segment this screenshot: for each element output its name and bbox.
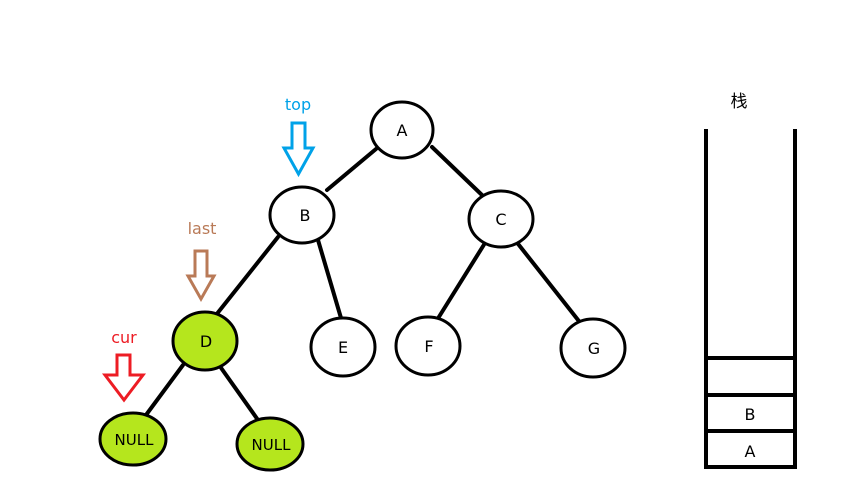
node-e-shape — [309, 316, 377, 378]
node-c-label: C — [495, 210, 506, 229]
node-c-shape — [467, 189, 535, 249]
node-f: F — [394, 315, 462, 377]
tree-edges — [144, 145, 584, 422]
pointer-last-arrow-icon — [185, 249, 217, 303]
edge-d-null-right — [217, 363, 260, 422]
node-null-left-label: NULL — [115, 431, 155, 449]
node-a: A — [369, 100, 435, 160]
edge-d-null-left — [144, 363, 185, 417]
pointer-last: last — [185, 219, 217, 303]
node-a-shape — [369, 100, 435, 160]
node-null-right-shape — [235, 416, 305, 472]
node-g-label: G — [588, 339, 600, 358]
edge-b-d — [214, 235, 280, 317]
node-c: C — [467, 189, 535, 249]
node-b-label: B — [300, 206, 311, 225]
node-f-shape — [394, 315, 462, 377]
pointer-cur: cur — [101, 328, 147, 403]
node-g-shape — [559, 317, 627, 379]
pointer-cur-arrow-icon — [101, 353, 147, 403]
node-f-label: F — [424, 337, 433, 356]
pointer-top: top — [281, 95, 316, 178]
node-b: B — [268, 185, 336, 245]
pointer-last-label: last — [188, 219, 217, 238]
node-d-shape — [171, 310, 239, 372]
pointer-top-arrow-icon — [281, 121, 316, 178]
node-e-label: E — [338, 338, 348, 357]
node-null-right-label: NULL — [252, 436, 292, 454]
edge-a-c — [430, 145, 485, 198]
node-d-label: D — [200, 332, 212, 351]
edge-c-f — [435, 241, 487, 322]
edge-a-b — [325, 147, 378, 192]
node-e: E — [309, 316, 377, 378]
edge-c-g — [513, 238, 584, 327]
stack-cell-b: B — [745, 405, 756, 424]
edge-b-e — [316, 238, 343, 320]
stack: 栈 B A — [704, 92, 797, 469]
node-g: G — [559, 317, 627, 379]
node-null-left-shape — [98, 411, 168, 467]
node-a-label: A — [397, 121, 408, 140]
stack-cell-a: A — [745, 442, 756, 461]
node-d: D — [171, 310, 239, 372]
pointer-top-label: top — [285, 95, 311, 114]
node-b-shape — [268, 185, 336, 245]
pointer-cur-label: cur — [111, 328, 137, 347]
stack-title: 栈 — [731, 92, 748, 112]
node-null-left: NULL — [98, 411, 168, 467]
node-null-right: NULL — [235, 416, 305, 472]
